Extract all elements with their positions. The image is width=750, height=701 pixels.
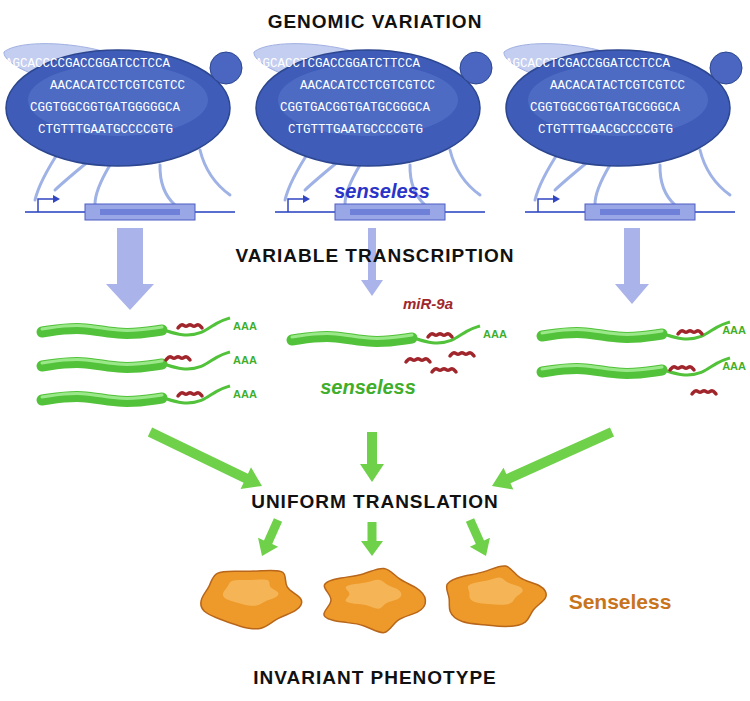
promoter-arrow <box>288 199 305 212</box>
mirna-strand <box>678 331 702 334</box>
promoter-arrow <box>538 199 555 212</box>
dna-sequence: AACACATACTCGTCGTCC <box>550 80 685 94</box>
fly-leg <box>160 165 175 205</box>
protein-highlight <box>346 580 402 609</box>
translation-arrow <box>258 518 282 556</box>
promoter-arrow <box>38 199 55 212</box>
mrna-utr <box>164 386 230 403</box>
mrna-shine <box>542 330 662 335</box>
mrna-utr <box>414 326 480 343</box>
mrna-shine <box>42 326 162 331</box>
polya-tail: AAA <box>483 328 507 340</box>
dna-sequence: CGGTGACGGTGATGCGGGCA <box>280 102 430 116</box>
mirna-strand <box>428 334 452 337</box>
dna-sequence: AACACATCCTCGTCGTCC <box>50 80 185 94</box>
mrna-utr <box>664 322 730 339</box>
gene-exon <box>585 204 695 220</box>
fly-illustration <box>254 44 492 220</box>
dna-sequence: CTGTTTGAATGCCCCGTG <box>38 124 173 138</box>
fly-leg <box>200 150 230 195</box>
protein-highlight <box>223 580 278 606</box>
transcription-arrow <box>615 228 649 304</box>
polya-tail: AAA <box>233 388 257 400</box>
mirna-strand <box>432 369 456 372</box>
fly-leg <box>55 160 90 190</box>
fly-head <box>710 52 742 84</box>
stage-label: UNIFORM TRANSLATION <box>251 492 499 513</box>
mrna-utr <box>164 352 230 369</box>
protein-highlight <box>468 578 523 605</box>
fly-leg <box>450 150 480 195</box>
senseless-protein <box>447 566 547 627</box>
fly-leg <box>660 165 675 205</box>
polya-tail: AAA <box>233 354 257 366</box>
fly-leg <box>285 150 310 200</box>
gene-cds <box>100 209 180 215</box>
mirna-strand <box>406 359 430 362</box>
fly-leg <box>35 150 60 200</box>
gene-exon <box>85 204 195 220</box>
fly-body <box>256 50 480 166</box>
title: GENOMIC VARIATION <box>268 12 483 33</box>
mirna-strand <box>450 353 474 356</box>
fly-leg <box>700 150 730 195</box>
fly-leg <box>95 165 110 205</box>
mirna-strand <box>692 391 716 394</box>
fly-body <box>6 50 230 166</box>
fly-head <box>460 52 492 84</box>
mirna-strand <box>178 393 202 396</box>
translation-arrow <box>361 522 383 556</box>
dna-sequence: AACACATCCTCGTCGTCC <box>300 80 435 94</box>
mrna-shine <box>42 360 162 365</box>
stage-label: INVARIANT PHENOTYPE <box>253 668 497 689</box>
dna-sequence: CGGTGGCGGTGATGCGGGCA <box>530 102 680 116</box>
translation-arrow <box>492 427 614 489</box>
protein-label: Senseless <box>569 590 672 613</box>
translation-arrow <box>360 432 384 482</box>
translation-arrow <box>148 427 262 488</box>
mrna-shine <box>292 334 412 339</box>
mirna-strand <box>670 367 694 370</box>
senseless-protein <box>324 568 426 632</box>
dna-sequence: CGGTGGCGGTGATGGGGGCA <box>30 102 180 116</box>
mirna-strand <box>178 325 202 328</box>
gene-cds <box>600 209 680 215</box>
senseless-protein <box>201 570 302 628</box>
dna-sequence: AGCACCTCGACCGGATCCTCCA <box>505 58 670 72</box>
mirna-strand <box>166 357 190 360</box>
fly-leg <box>595 165 610 205</box>
mrna-utr <box>664 358 730 375</box>
dna-sequence: AGCACCTCGACCGGATCTTCCA <box>255 58 420 72</box>
transcription-arrow <box>106 228 154 310</box>
polya-tail: AAA <box>233 320 257 332</box>
stage-label: VARIABLE TRANSCRIPTION <box>235 246 514 267</box>
polya-tail: AAA <box>722 360 746 372</box>
gene-exon <box>335 204 445 220</box>
mrna-shine <box>42 394 162 399</box>
mrna-shine <box>542 366 662 371</box>
polya-tail: AAA <box>722 324 746 336</box>
mrna-label: senseless <box>320 376 416 398</box>
promoter-arrowhead <box>303 195 310 203</box>
mrna-utr <box>164 318 230 335</box>
dna-sequence: CTGTTTGAACGCCCCGTG <box>538 124 673 138</box>
dna-sequence: AGCACCCCGACCGGATCCTCCA <box>5 58 170 72</box>
fly-body <box>506 50 730 166</box>
promoter-arrowhead <box>553 195 560 203</box>
mirna-label: miR-9a <box>403 296 453 313</box>
fly-leg <box>555 160 590 190</box>
translation-arrow <box>466 518 490 556</box>
fly-illustration <box>4 44 242 220</box>
fly-head <box>210 52 242 84</box>
dna-sequence: CTGTTTGAATGCCCCGTG <box>288 124 423 138</box>
fly-leg <box>535 150 560 200</box>
promoter-arrowhead <box>53 195 60 203</box>
gene-cds <box>350 209 430 215</box>
fly-illustration <box>504 44 742 220</box>
gene-name: senseless <box>334 180 430 202</box>
